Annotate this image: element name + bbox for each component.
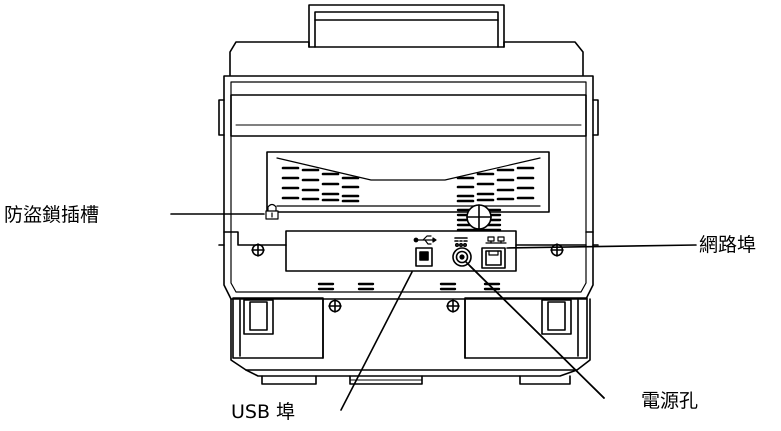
lock-slot <box>265 203 279 220</box>
fan-grille <box>456 204 502 232</box>
screw-icon <box>251 243 265 257</box>
screw-icon <box>550 243 564 257</box>
callout-leaders <box>170 213 697 411</box>
usb-port-label: USB 埠 <box>231 401 296 423</box>
scanner-body <box>218 41 599 300</box>
paper-tray <box>308 4 505 48</box>
lock-icon <box>265 203 279 220</box>
screw-icon <box>446 299 460 313</box>
leader-usb-port <box>340 271 413 411</box>
lock-slot-label: 防盜鎖插槽 <box>4 204 100 226</box>
base-unit <box>230 282 591 385</box>
connector-panel <box>223 230 594 272</box>
power-dc-icon <box>454 237 468 248</box>
power-jack <box>452 237 472 267</box>
power-jack-label: 電源孔 <box>641 390 699 412</box>
lan-port <box>481 236 507 269</box>
screw-icon <box>328 299 342 313</box>
usb-port <box>413 235 437 267</box>
leader-lan-port <box>506 244 697 249</box>
lan-port-label: 網路埠 <box>699 234 757 256</box>
usb-icon <box>413 235 437 245</box>
vent-panel <box>266 151 550 213</box>
network-icon <box>485 236 507 244</box>
leader-power-jack-2 <box>469 265 605 399</box>
